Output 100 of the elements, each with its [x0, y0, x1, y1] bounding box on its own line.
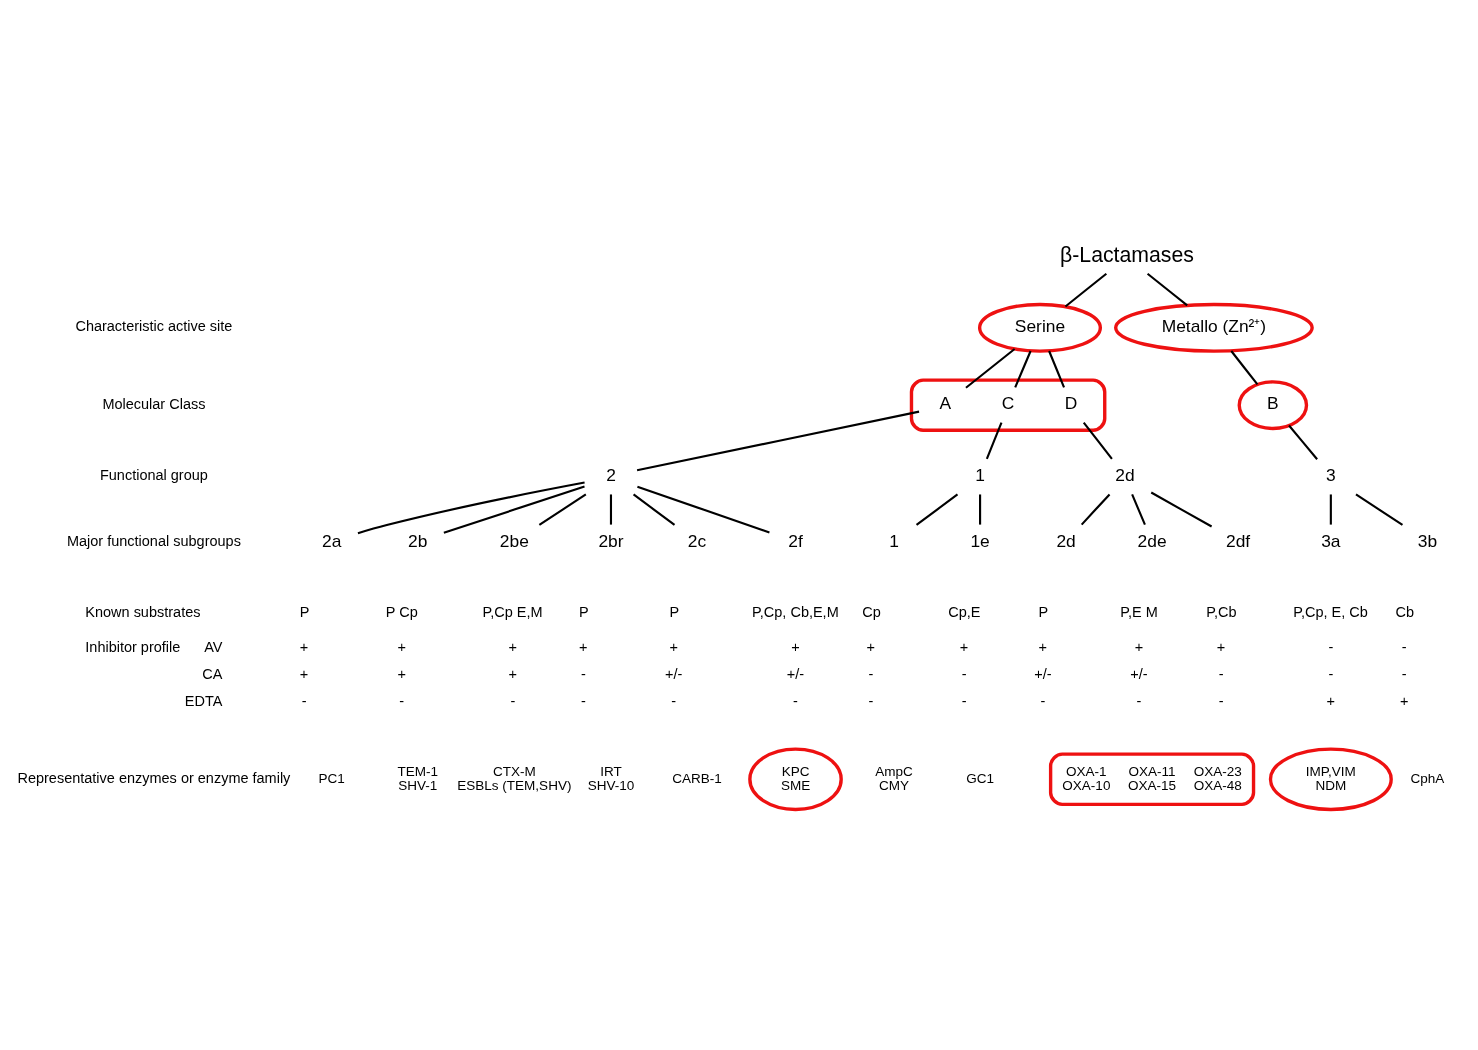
connector: [1080, 493, 1111, 525]
node-text: 1: [975, 464, 985, 485]
node-label: -: [1328, 665, 1334, 682]
node-label: +/-: [786, 665, 805, 682]
cluster: [1048, 751, 1256, 806]
node-label: +: [397, 638, 406, 655]
node-text: GC1: [966, 770, 994, 786]
node-text: OXA-23 OXA-48: [1193, 763, 1242, 793]
node-label: +/-: [1130, 665, 1148, 682]
connector: [637, 485, 770, 533]
label: Known substrates: [85, 603, 201, 620]
node-text: 2c: [687, 530, 707, 551]
connector: [538, 492, 587, 526]
node-text: C: [1001, 392, 1015, 413]
node-text: 2b: [408, 530, 428, 551]
cluster: [909, 377, 1107, 432]
node-label: -: [1040, 692, 1046, 709]
node-label: P,Cp, Cb,E,M: [752, 603, 839, 620]
node-label: +: [1326, 692, 1335, 709]
node-text: 3: [1326, 464, 1336, 485]
node-label: -: [581, 692, 586, 709]
node-text: 2a: [322, 530, 342, 551]
node-text: 3a: [1321, 530, 1341, 551]
node-text: 2f: [788, 530, 803, 551]
node-label: +/-: [1034, 665, 1052, 682]
node-label: P: [1038, 603, 1049, 620]
node-label: -: [1401, 638, 1407, 655]
node-label: P: [299, 603, 310, 620]
node-text: OXA-1 OXA-10: [1062, 763, 1111, 793]
node-label: +: [1038, 638, 1048, 655]
node-text: A: [939, 392, 952, 413]
node-text: 2br: [598, 530, 624, 551]
node-text: 1e: [970, 530, 990, 551]
node-label: +: [866, 638, 876, 655]
label: Inhibitor profile: [85, 638, 181, 655]
node-label: -: [868, 665, 874, 682]
node-text: 3b: [1417, 530, 1438, 551]
node-label: +: [669, 638, 678, 655]
node-label: +: [1216, 638, 1226, 655]
node-ellipse: Serine: [977, 302, 1103, 353]
node-text: 2d: [1056, 530, 1076, 551]
connector: [1355, 492, 1404, 526]
node-label: P: [579, 603, 589, 620]
node-text: PC1: [318, 770, 345, 786]
label: CA: [202, 665, 223, 682]
node-label: -: [301, 692, 307, 709]
connector: [1288, 424, 1318, 460]
connector: [1048, 350, 1065, 388]
node-label: -: [1136, 692, 1142, 709]
node-label: -: [961, 692, 967, 709]
node-text: 2be: [499, 530, 529, 551]
node-text: 1: [889, 530, 899, 551]
node-text: OXA-11 OXA-15: [1128, 763, 1177, 793]
connector: [1329, 493, 1332, 525]
node-label: -: [1328, 638, 1334, 655]
connector: [1146, 272, 1188, 306]
node-label: -: [671, 692, 677, 709]
node-text: TEM-1 SHV-1: [397, 763, 438, 793]
node-label: +: [397, 665, 406, 682]
node-label: -: [399, 692, 405, 709]
node-text: D: [1064, 392, 1078, 413]
node-label: P,Cb: [1206, 603, 1237, 620]
node-label: Cb: [1395, 603, 1415, 620]
connector: [1064, 272, 1107, 307]
node-label: +: [1399, 692, 1409, 709]
node-label: +: [959, 638, 969, 655]
node-label: +: [579, 638, 588, 655]
connector: [1082, 421, 1113, 460]
node-label: -: [581, 665, 586, 682]
node-label: -: [961, 665, 967, 682]
node-text: 2d: [1115, 464, 1135, 485]
connector: [965, 347, 1016, 389]
connector: [1131, 493, 1146, 525]
connector: [985, 421, 1003, 459]
node-label: +: [1134, 638, 1144, 655]
label: EDTA: [184, 692, 223, 709]
node-label: P: [669, 603, 680, 620]
node-label: +: [508, 638, 518, 655]
node-label: -: [1218, 665, 1224, 682]
label: AV: [204, 638, 223, 655]
connector: [1230, 349, 1259, 385]
connector: [357, 481, 585, 534]
node-label: +: [791, 638, 800, 655]
node-ellipse: Metallo (Zn²⁺): [1114, 302, 1314, 353]
node-text: CARB-1: [672, 770, 722, 786]
node-label: P,Cp E,M: [482, 603, 543, 620]
node-label: +/-: [665, 665, 683, 682]
node-ellipse: B: [1237, 379, 1309, 430]
node-text: 2df: [1226, 530, 1251, 551]
node-label: Cp,E: [948, 603, 981, 620]
node-text: 2de: [1137, 530, 1167, 551]
connector: [443, 484, 585, 534]
node-text: CTX-M ESBLs (TEM,SHV): [457, 763, 572, 793]
label: Functional group: [99, 466, 208, 483]
node-label: -: [793, 692, 798, 709]
node-text: β-Lactamases: [1060, 242, 1194, 267]
node-text: AmpC CMY: [875, 763, 913, 793]
node-label: +: [299, 665, 309, 682]
node-text: IRT SHV-10: [587, 763, 635, 793]
connector: [979, 493, 982, 525]
